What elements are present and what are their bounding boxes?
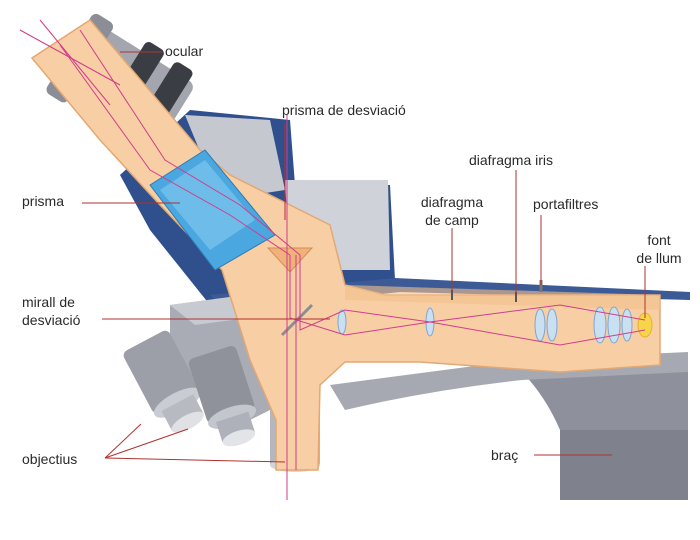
leader-lines <box>82 51 646 463</box>
label-ocular: ocular <box>165 43 204 59</box>
label-filter-holder: portafiltres <box>533 196 599 212</box>
label-light-source-line1: font <box>647 232 671 248</box>
label-deflection-prism: prisma de desviació <box>282 102 406 118</box>
label-deflection-mirror-line1: mirall de <box>22 294 75 310</box>
optical-path <box>30 19 661 471</box>
label-field-diaphragm-line1: diafragma <box>420 194 484 210</box>
label-deflection-mirror-line2: desviació <box>22 312 81 328</box>
label-light-source-line2: de llum <box>636 250 682 266</box>
light-rays <box>19 19 646 500</box>
arm <box>330 352 688 500</box>
prism <box>149 149 276 271</box>
label-objectives: objectius <box>22 451 78 467</box>
label-arm: braç <box>491 447 519 463</box>
label-field-diaphragm-line2: de camp <box>425 212 479 228</box>
label-prism: prisma <box>22 193 65 209</box>
label-iris-diaphragm: diafragma iris <box>469 152 554 168</box>
